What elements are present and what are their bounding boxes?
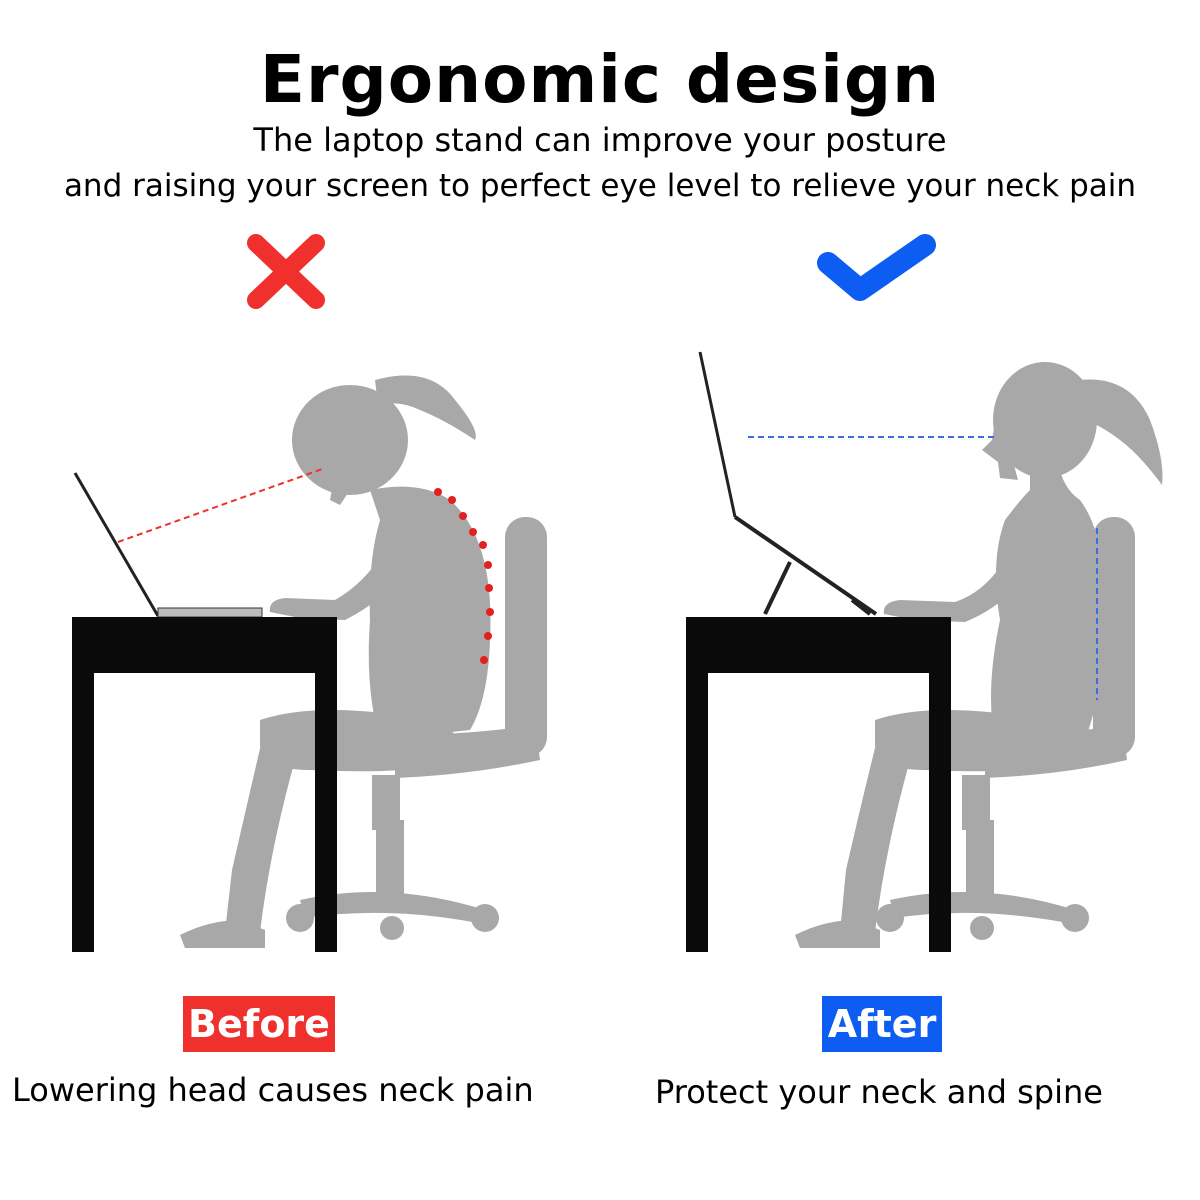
before-scene bbox=[72, 375, 547, 952]
checkmark-icon bbox=[817, 234, 936, 301]
subtitle-line-2: and raising your screen to perfect eye l… bbox=[63, 168, 1137, 204]
subtitle-line-1: The laptop stand can improve your postur… bbox=[253, 121, 947, 159]
after-scene bbox=[686, 351, 1163, 952]
before-spine-dots bbox=[434, 488, 494, 664]
after-caption: Protect your neck and spine bbox=[655, 1073, 1103, 1111]
before-desk bbox=[72, 617, 337, 952]
before-woman-silhouette bbox=[180, 375, 491, 948]
after-woman-silhouette bbox=[795, 362, 1163, 948]
before-sight-line bbox=[117, 467, 326, 543]
page-title: Ergonomic design bbox=[259, 41, 941, 118]
after-badge: After bbox=[822, 996, 942, 1052]
before-badge: Before bbox=[183, 996, 335, 1052]
before-laptop bbox=[73, 472, 263, 618]
before-caption: Lowering head causes neck pain bbox=[12, 1071, 534, 1109]
after-desk bbox=[686, 617, 951, 952]
after-laptop-stand bbox=[698, 351, 878, 616]
cross-icon bbox=[247, 234, 325, 309]
